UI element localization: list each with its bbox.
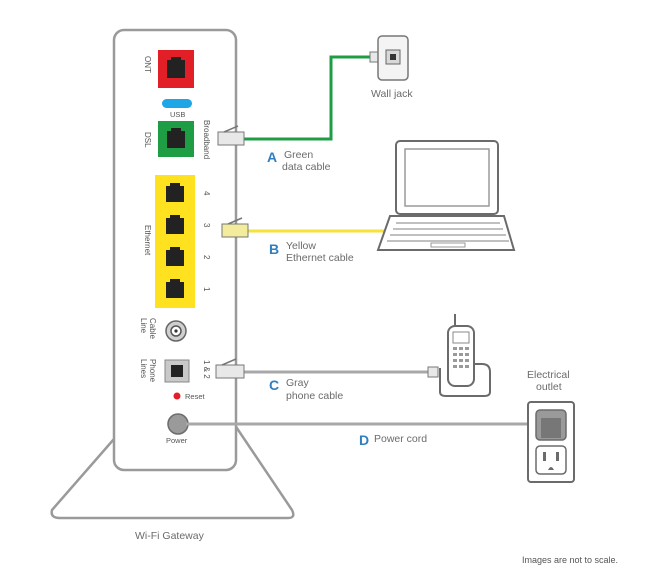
cable-b-line1: Yellow bbox=[286, 240, 316, 252]
wall-jack-icon bbox=[377, 35, 409, 81]
ethernet-ports bbox=[155, 175, 195, 308]
power-label: Power bbox=[166, 436, 188, 445]
cable-line-label: Cable Line bbox=[139, 318, 157, 339]
cable-a-line2: data cable bbox=[282, 161, 331, 173]
phone-lines-port bbox=[164, 359, 190, 383]
reset-label: Reset bbox=[185, 392, 205, 401]
dsl-label: DSL bbox=[143, 132, 152, 148]
wall-jack-label: Wall jack bbox=[371, 88, 413, 100]
electrical-outlet-icon bbox=[527, 401, 575, 483]
reset-button bbox=[173, 392, 181, 400]
usb-label: USB bbox=[170, 110, 186, 119]
outlet-label-line2: outlet bbox=[536, 381, 562, 393]
ethernet-label: Ethernet bbox=[143, 225, 152, 256]
cable-d-label: Power cord bbox=[374, 433, 428, 445]
phone-lines-number: 1 & 2 bbox=[202, 360, 211, 379]
eth-number-3: 3 bbox=[202, 223, 211, 228]
outlet-label-line1: Electrical bbox=[527, 369, 570, 381]
cable-a-line1: Green bbox=[284, 149, 314, 161]
gateway-stand bbox=[50, 399, 295, 520]
cable-b-letter: B bbox=[269, 241, 280, 257]
plug-c bbox=[215, 358, 245, 379]
cordless-phone-icon bbox=[439, 314, 491, 397]
cable-c-line1: Gray bbox=[286, 377, 309, 389]
scale-note: Images are not to scale. bbox=[522, 555, 619, 565]
ont-port bbox=[158, 50, 194, 88]
phone-lines-label: Phone Lines bbox=[139, 359, 157, 383]
gateway-label: Wi-Fi Gateway bbox=[135, 530, 204, 542]
dsl-port bbox=[158, 121, 194, 157]
coax-connector-icon bbox=[165, 320, 187, 342]
cable-c-letter: C bbox=[269, 377, 280, 393]
cable-d-letter: D bbox=[359, 432, 370, 448]
plug-b bbox=[221, 217, 249, 238]
usb-port bbox=[162, 99, 192, 108]
cable-b-line2: Ethernet cable bbox=[286, 252, 354, 264]
cable-c-line2: phone cable bbox=[286, 390, 344, 402]
cable-a-letter: A bbox=[267, 149, 278, 165]
broadband-label: Broadband bbox=[202, 120, 211, 160]
laptop-icon bbox=[376, 140, 516, 251]
eth-number-2: 2 bbox=[202, 255, 211, 260]
eth-number-4: 4 bbox=[202, 191, 211, 196]
ont-label: ONT bbox=[143, 56, 152, 73]
plug-a bbox=[217, 125, 245, 146]
eth-number-1: 1 bbox=[202, 287, 211, 292]
power-jack bbox=[167, 413, 189, 435]
phone-plug bbox=[427, 366, 439, 378]
green-data-cable bbox=[244, 55, 372, 141]
